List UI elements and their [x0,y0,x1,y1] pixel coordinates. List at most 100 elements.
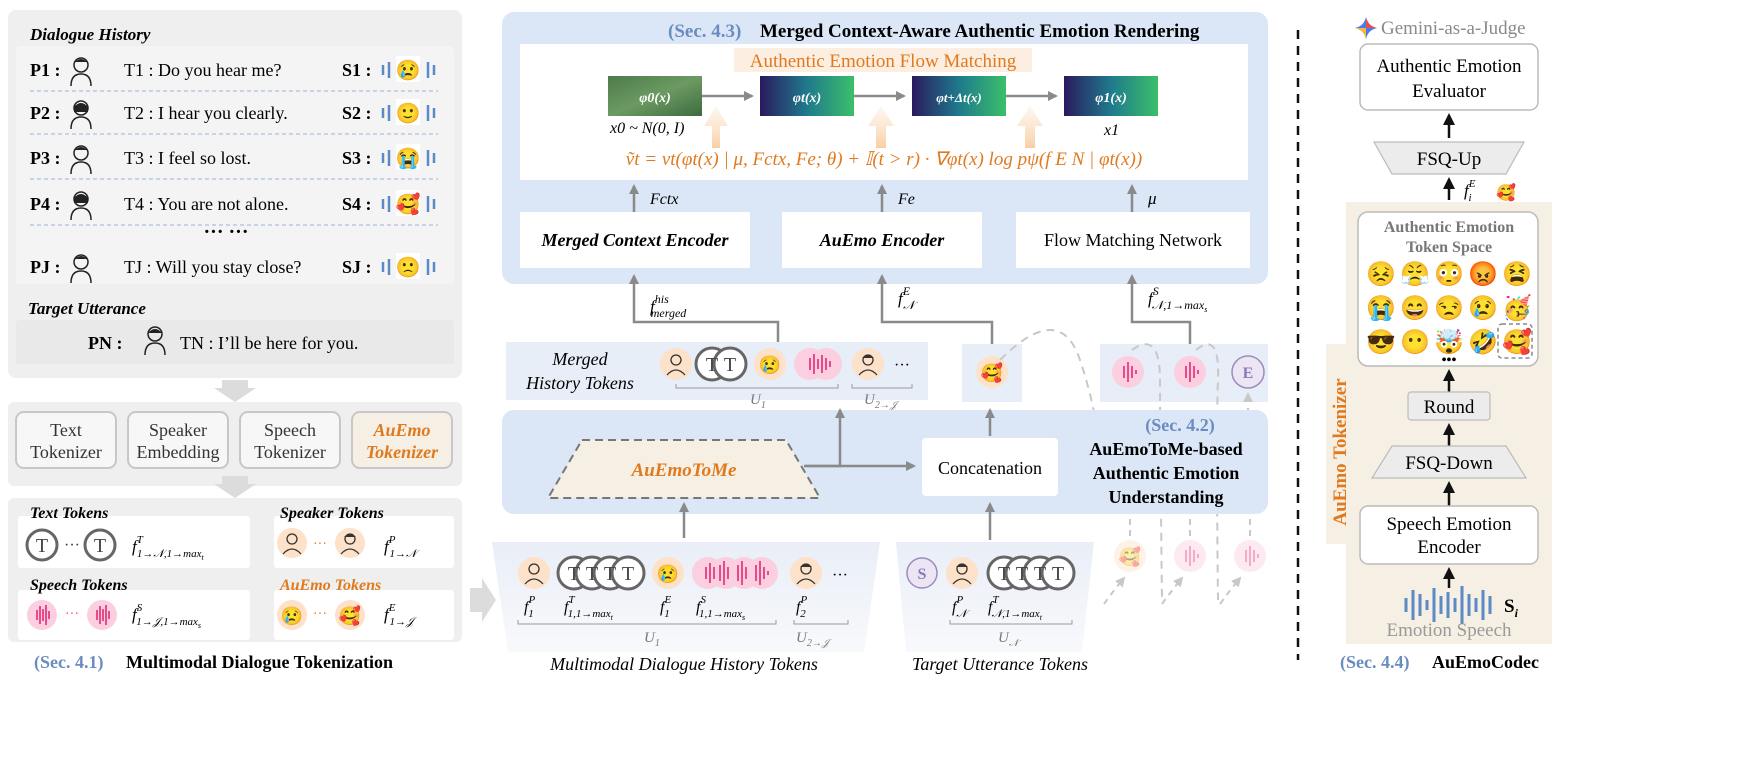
speech-token-icon: ··· [27,600,117,630]
waveform-icon [1404,586,1492,624]
concatenation-box [922,438,1058,496]
tokenizer-label-2: Tokenizer [254,442,326,462]
sec42-title-1: AuEmoToMe-based [1089,439,1242,459]
u2j-brace [793,620,849,625]
turn-speech-label: S4 : [342,194,372,214]
emotion-emoji-bg [396,144,420,170]
sec42-ref: (Sec. 4.2) [1145,415,1214,436]
dialogue-turn: P1 :T1 : Do you hear me?S1 :😢 [30,56,438,92]
spectrogram-tdt [912,76,1006,116]
fctx-label: Fctx [649,191,678,208]
dialogue-history-title: Dialogue History [29,25,151,44]
turn-utterance-text: T2 : I hear you clearly. [124,103,288,123]
faded-arrow-1 [1103,576,1126,605]
emotion-emoji-bg [396,99,420,125]
tokenizer-label-1: Text [50,420,82,440]
token-space-box [1357,211,1539,367]
turn-speaker-label: P2 : [30,103,61,123]
phi0-label: φ0(x) [639,91,671,106]
evaluator-line-2: Evaluator [1412,81,1487,102]
text-tokens-box [18,516,250,568]
auemo-tokenizer-tab [1326,344,1346,544]
speech-waveform-icon [381,196,436,212]
history-token-row: T T T T 😢 ··· [518,555,848,591]
turn-speech-label: S2 : [342,103,372,123]
speech-encoder-line-2: Encoder [1417,537,1481,558]
svg-text:S: S [918,566,927,583]
x0-label: x0 ~ N(0, I) [609,120,684,137]
target-token-row: S T T T T [906,555,1076,591]
speaker-avatar-icon [70,254,92,284]
fsq-down-label: FSQ-Down [1405,453,1493,474]
emotion-token-emoji: 😄 [1400,295,1430,322]
tokenizer-label-2: Tokenizer [30,442,102,462]
mu-label: μ [1147,189,1157,208]
tokenizer-row: TextTokenizerSpeakerEmbeddingSpeechToken… [15,411,453,469]
speech-encoder-line-1: Speech Emotion [1386,514,1512,535]
turn-utterance-text: T3 : I feel so lost. [124,148,251,168]
phi1-label: φ1(x) [1095,91,1127,106]
left-panel: Dialogue History P1 :T1 : Do you hear me… [8,10,496,673]
speaker-avatar-icon [70,191,92,221]
tokenizer-box [239,411,341,469]
emotion-token-emoji: 😒 [1434,295,1464,322]
speech-waveform-icon [381,62,436,78]
sec44-ref: (Sec. 4.4) [1340,652,1409,673]
target-emo-token [976,356,1008,388]
faded-target-tokens: 🥰 [1114,540,1266,572]
emotion-emoji: 🙁 [396,256,421,279]
dialogue-turn: PJ :TJ : Will you stay close?SJ :🙁 [30,253,436,284]
x1-label: x1 [1103,122,1119,139]
emotion-token-emoji: 😤 [1400,261,1430,288]
tokenizer-box [351,411,453,469]
dialogue-history-box [16,46,454,284]
spectrogram-t [760,76,854,116]
flow-title-bg [734,48,1032,72]
spectrogram-1 [1064,76,1158,116]
turn-utterance-text: TJ : Will you stay close? [124,257,301,277]
auemo-token-icon: 😢 ··· 🥰 [277,600,365,630]
glow-arrow-1 [704,106,728,148]
sec42-title-3: Understanding [1108,487,1223,507]
emotion-token-emoji: 🤯 [1434,328,1464,356]
tokenizer-row-bg [8,402,462,486]
history-tokens-bg [492,542,880,652]
token-space-line-1: Authentic Emotion [1384,219,1514,236]
round-box [1407,391,1491,421]
target-speaker-avatar [144,326,166,356]
tokenizer-label-1: AuEmo [372,420,430,440]
u1-brace [517,620,777,625]
auemo-tokenizer-label: AuEmo Tokenizer [1330,378,1351,526]
emotion-token-emoji: 🤣 [1467,328,1498,357]
turn-speaker-label: P4 : [30,194,61,214]
svg-text:T: T [998,563,1010,585]
faded-arrow-3 [1219,576,1242,605]
svg-text:T: T [604,563,616,585]
svg-text:···: ··· [64,537,80,554]
glow-arrow-2 [868,106,894,148]
svg-text:😢: 😢 [759,355,781,375]
token-space-line-2: Token Space [1406,239,1492,256]
emotion-emoji-bg [396,190,420,216]
target-utterance-text: TN : I’ll be here for you. [180,333,358,353]
svg-text:···: ··· [65,607,79,622]
sec44-title: AuEmoCodec [1432,652,1539,672]
emotion-token-emoji: 😢 [1468,295,1498,322]
svg-text:T: T [36,535,48,557]
svg-text:T: T [724,354,736,376]
flow-title: Authentic Emotion Flow Matching [750,51,1017,72]
emotion-speech-label: Emotion Speech [1386,620,1512,641]
merged-feature-arrow [629,274,780,348]
speech-tokens-title: Speech Tokens [30,577,128,594]
emotion-token-emoji: 🥰 [1502,327,1532,356]
merged-history-label-2: History Tokens [525,373,634,393]
emotion-emoji-bg [396,56,420,82]
merged-history-tokens: T T 😢 ··· [660,346,913,389]
turn-speaker-label: PJ : [30,257,61,277]
emotion-token-emoji: 😣 [1366,261,1396,288]
svg-text:😢: 😢 [281,606,303,626]
